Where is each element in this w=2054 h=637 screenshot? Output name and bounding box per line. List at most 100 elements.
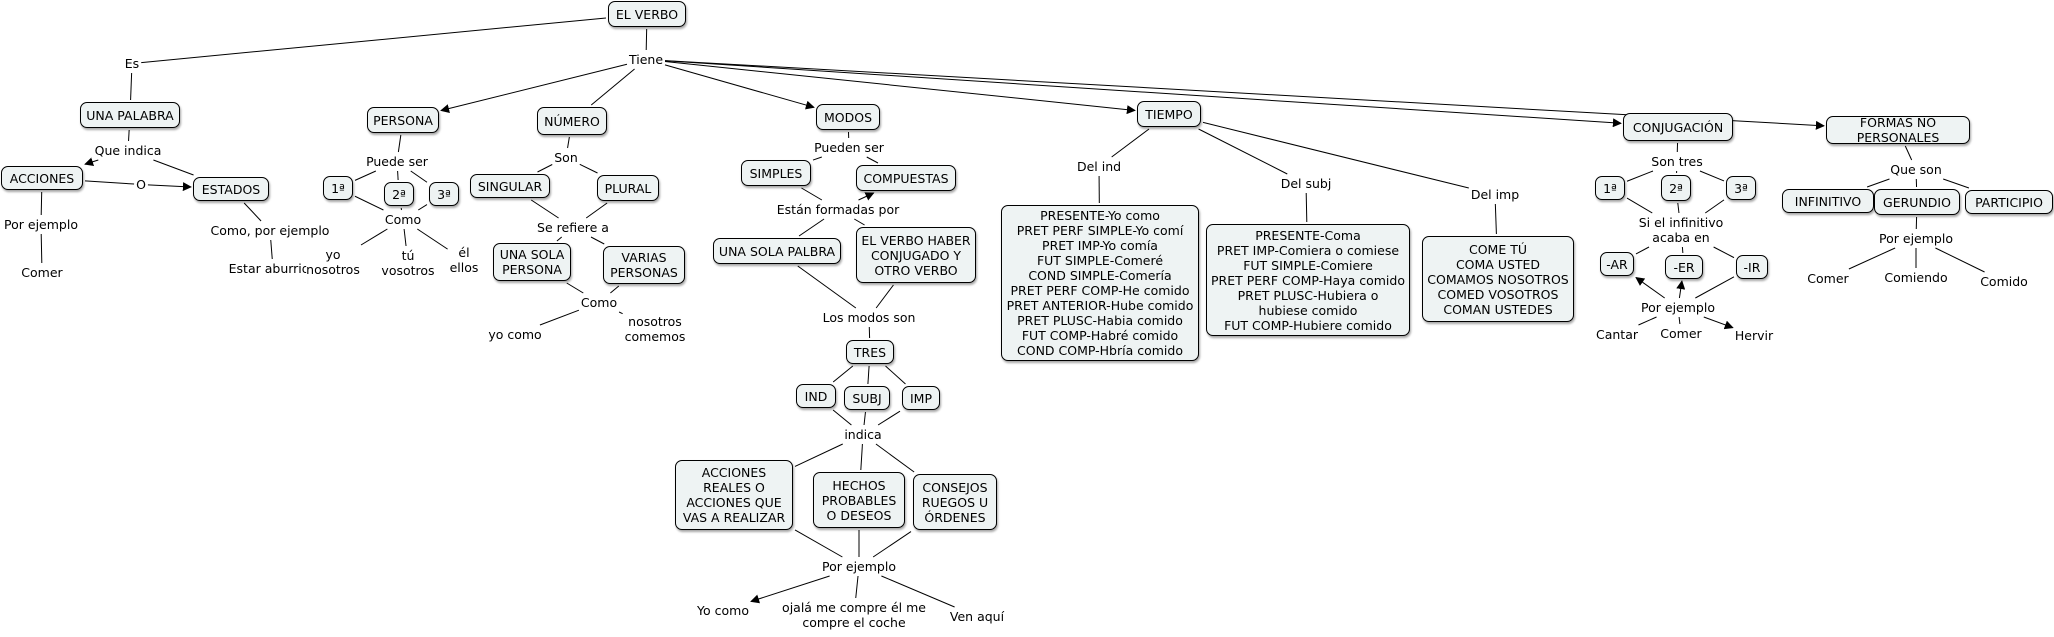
linking-phrase-delind: Del ind (1076, 159, 1122, 174)
concept-simples[interactable]: SIMPLES (741, 160, 811, 186)
concept-ir[interactable]: -IR (1736, 255, 1768, 279)
concept-formas[interactable]: FORMAS NO PERSONALES (1826, 115, 1970, 145)
edge-porej3-cantar (1638, 316, 1657, 326)
concept-c3[interactable]: 3ª (1726, 176, 1756, 200)
concept-subj[interactable]: SUBJ (844, 386, 890, 410)
concept-modos[interactable]: MODOS (816, 104, 880, 130)
concept-unasolapersona[interactable]: UNA SOLA PERSONA (493, 243, 571, 281)
edge-queindica-estados (153, 159, 194, 176)
edge-porej4-comer3 (1848, 247, 1896, 270)
linking-phrase-comido: Comido (1980, 274, 2028, 289)
edge-comoporej-aburrido (270, 239, 273, 260)
edge-son1-plural (579, 163, 598, 174)
concept-p3[interactable]: 3ª (429, 182, 459, 206)
linking-phrase-tuvos: tú vosotros (381, 248, 435, 278)
edge-tiene-modos (664, 64, 815, 110)
linking-phrase-cantar: Cantar (1595, 327, 1639, 342)
concept-tiempo[interactable]: TIEMPO (1137, 101, 1201, 127)
concept-gerundio[interactable]: GERUNDIO (1874, 189, 1960, 215)
edge-delsubj-tsubj (1305, 192, 1308, 223)
concept-p1[interactable]: 1ª (323, 176, 353, 200)
edge-como1-tuvos (403, 228, 407, 247)
linking-phrase-puedeser: Puede ser (366, 154, 428, 169)
linking-phrase-yonos: yo nosotros (306, 247, 360, 277)
concept-verbo[interactable]: EL VERBO (608, 1, 686, 27)
linking-phrase-comiendo: Comiendo (1884, 270, 1948, 285)
concept-er[interactable]: -ER (1665, 255, 1703, 279)
linking-phrase-delsubj: Del subj (1280, 176, 1332, 191)
concept-c1[interactable]: 1ª (1595, 176, 1625, 200)
linking-phrase-comer2: Comer (1660, 326, 1702, 341)
linking-phrase-aburrido: Estar aburrido (228, 261, 318, 276)
edge-formadas-solapalbra (798, 218, 825, 237)
edge-como1-yonos (360, 228, 388, 246)
concept-persona[interactable]: PERSONA (367, 107, 439, 133)
concept-haber[interactable]: EL VERBO HABER CONJUGADO Y OTRO VERBO (856, 227, 976, 283)
edge-ind-indica (832, 409, 852, 426)
concept-solapalbra[interactable]: UNA SOLA PALBRA (713, 238, 841, 264)
concept-timp[interactable]: COME TÚ COMA USTED COMAMOS NOSOTROS COME… (1422, 236, 1574, 322)
edge-indica-consejos (875, 443, 915, 473)
edge-porej2-yocomo2 (750, 575, 830, 604)
linking-phrase-elellos: él ellos (449, 245, 479, 275)
linking-phrase-indica: indica (844, 427, 882, 442)
concept-tsubj[interactable]: PRESENTE-Coma PRET IMP-Comiera o comiese… (1206, 224, 1410, 336)
concept-plural[interactable]: PLURAL (597, 175, 659, 201)
concept-compuestas[interactable]: COMPUESTAS (856, 165, 956, 191)
edge-puedeser-p1 (354, 170, 377, 181)
concept-reales[interactable]: ACCIONES REALES O ACCIONES QUE VAS A REA… (675, 460, 793, 530)
concept-tres[interactable]: TRES (846, 340, 894, 364)
edge-delimp-timp (1494, 203, 1497, 235)
edge-solapalbra-modosson (797, 265, 857, 309)
edge-como2-yocomo1 (539, 309, 580, 326)
concept-probables[interactable]: HECHOS PROBABLES O DESEOS (813, 472, 905, 528)
edge-infacaba-ir (1713, 246, 1735, 259)
edge-c3-infacaba (1704, 199, 1725, 214)
concept-conj[interactable]: CONJUGACIÓN (1623, 113, 1733, 141)
concept-acciones[interactable]: ACCIONES (1, 166, 83, 190)
edge-sontres-c3 (1699, 170, 1725, 182)
linking-phrase-comer3: Comer (1807, 271, 1849, 286)
edge-consejos-porej2 (872, 531, 912, 558)
concept-estados[interactable]: ESTADOS (193, 177, 269, 201)
concept-imp[interactable]: IMP (902, 386, 940, 410)
edge-tiene-tiempo (664, 60, 1136, 115)
edge-tiene-persona (440, 63, 628, 113)
edge-queson-participio (1943, 178, 1970, 189)
concept-ar[interactable]: -AR (1600, 252, 1634, 276)
edge-tres-ind (832, 365, 854, 383)
concept-consejos[interactable]: CONSEJOS RUEGOS U ÓRDENES (913, 474, 997, 530)
edge-numero-son1 (567, 136, 570, 149)
edge-plural-serefiere (585, 202, 608, 219)
concept-tind[interactable]: PRESENTE-Yo como PRET PERF SIMPLE-Yo com… (1001, 205, 1199, 361)
edge-infacaba-ar (1635, 246, 1650, 255)
edge-imp-indica (877, 410, 901, 426)
edge-puedeser-p3 (410, 170, 428, 183)
edge-subj-indica (863, 411, 866, 426)
concept-c2[interactable]: 2ª (1661, 175, 1691, 201)
concept-numero[interactable]: NÚMERO (537, 107, 607, 135)
edge-p3-como1 (418, 204, 428, 211)
linking-phrase-ojala: ojalá me compre él me compre el coche (782, 600, 926, 630)
concept-ind[interactable]: IND (796, 384, 836, 408)
edge-porej3-er (1676, 280, 1686, 299)
linking-phrase-delimp: Del imp (1470, 187, 1520, 202)
concept-singular[interactable]: SINGULAR (470, 174, 550, 198)
concept-palabra[interactable]: UNA PALABRA (80, 102, 180, 128)
concept-p2[interactable]: 2ª (384, 182, 414, 206)
edge-tiene-conj (664, 60, 1622, 128)
concept-infinitivo[interactable]: INFINITIVO (1782, 189, 1874, 213)
edge-simples-formadas (801, 187, 823, 201)
edge-porej2-venaqui (881, 575, 955, 608)
concept-variaspersonas[interactable]: VARIAS PERSONAS (603, 246, 685, 284)
linking-phrase-comer1: Comer (21, 265, 63, 280)
edge-palabra-queindica (128, 129, 130, 142)
edge-tiempo-delimp (1202, 121, 1469, 189)
concept-participio[interactable]: PARTICIPIO (1965, 190, 2053, 214)
linking-phrase-comoporej: Como, por ejemplo (210, 223, 330, 238)
linking-phrase-formadas: Están formadas por (776, 202, 900, 217)
linking-phrase-modosson: Los modos son (822, 310, 916, 325)
edge-son1-singular (537, 164, 553, 173)
edge-puedeser-p2 (397, 170, 399, 181)
linking-phrase-o: O (136, 177, 146, 192)
